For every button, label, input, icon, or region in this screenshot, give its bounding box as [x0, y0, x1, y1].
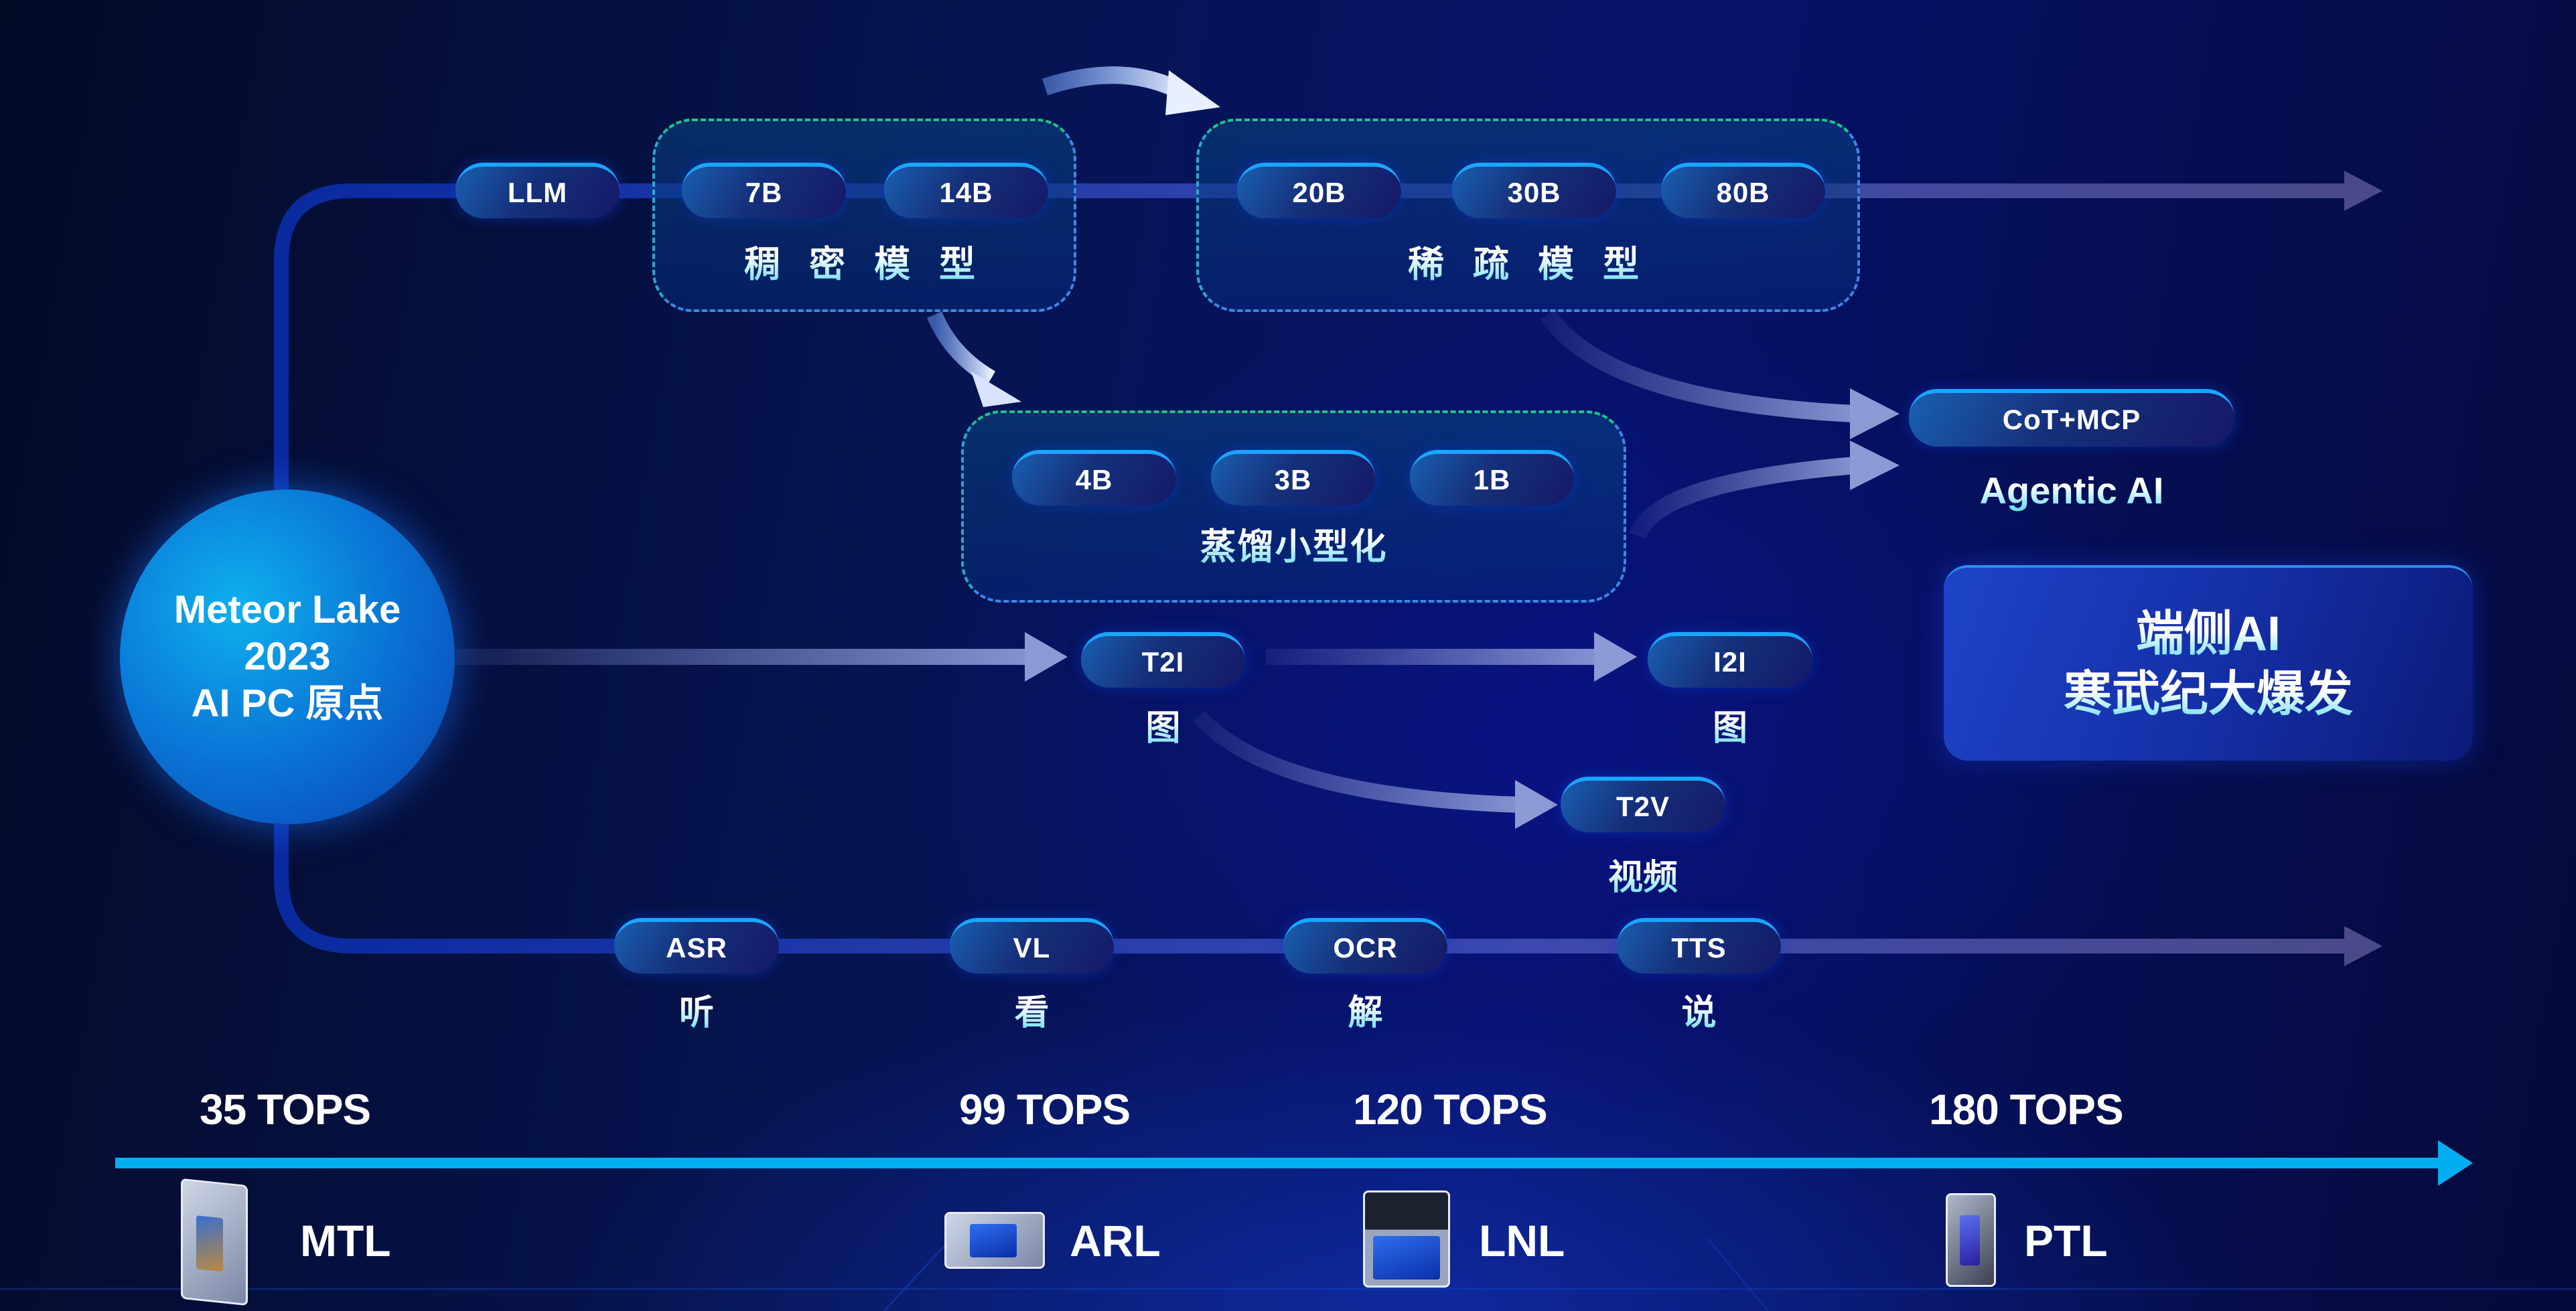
asr-label: 听 — [614, 984, 779, 1034]
origin-node: Meteor Lake 2023 AI PC 原点 — [120, 489, 455, 824]
dense-to-sparse-arrowhead — [1165, 70, 1220, 115]
chip-label-arl: ARL — [1070, 1216, 1161, 1265]
sparse-to-agentic-curve — [1540, 309, 1856, 422]
llm-pill: LLM — [455, 163, 620, 218]
i2i-label: 图 — [1648, 700, 1812, 750]
dense-to-distill-curve — [926, 311, 996, 386]
floor-line — [1707, 1238, 1770, 1311]
i2i-pill: I2I — [1648, 632, 1812, 688]
model-pill-80b: 80B — [1661, 163, 1825, 218]
tts-label: 说 — [1617, 984, 1781, 1034]
origin-to-t2i-arrowhead — [1025, 632, 1068, 682]
ocr-label: 解 — [1283, 984, 1447, 1034]
model-pill-14b: 14B — [884, 163, 1048, 218]
chip-label-ptl: PTL — [2024, 1216, 2108, 1265]
timeline-axis-arrowhead — [2438, 1140, 2473, 1186]
model-pill-3b: 3B — [1211, 450, 1375, 506]
sparse-model-label: 稀 疏 模 型 — [1196, 234, 1860, 287]
t2i-to-t2v-curve — [1193, 710, 1521, 813]
vl-pill: VL — [950, 918, 1114, 974]
speech-track-arrowhead — [2344, 926, 2382, 966]
ptl-chip-icon — [1946, 1193, 1996, 1287]
distill-to-agentic-curve — [1629, 457, 1857, 539]
chip-label-mtl: MTL — [300, 1216, 391, 1265]
tops-label-ptl: 180 TOPS — [1929, 1085, 2124, 1134]
distill-to-agentic-arrowhead — [1850, 441, 1900, 490]
vl-label: 看 — [950, 984, 1114, 1034]
tops-label-arl: 99 TOPS — [959, 1085, 1131, 1134]
t2v-label: 视频 — [1561, 849, 1725, 899]
dense-to-distill-arrowhead — [971, 372, 1021, 407]
sparse-to-agentic-arrowhead — [1850, 388, 1900, 439]
t2i-to-i2i-shaft — [1266, 649, 1601, 665]
dense-model-label: 稠 密 模 型 — [652, 234, 1076, 287]
origin-to-t2i-shaft — [455, 649, 1031, 665]
model-pill-1b: 1B — [1410, 450, 1574, 506]
speech-track-line — [274, 824, 2344, 953]
origin-line-2: 2023 — [244, 635, 331, 678]
t2v-pill: T2V — [1561, 777, 1725, 832]
agentic-ai-label: Agentic AI — [1909, 469, 2234, 512]
llm-track-arrowhead — [2344, 171, 2382, 211]
model-pill-20b: 20B — [1237, 163, 1401, 218]
distill-label: 蒸馏小型化 — [961, 517, 1626, 570]
model-pill-7b: 7B — [682, 163, 846, 218]
t2i-to-t2v-arrowhead — [1515, 780, 1558, 829]
hero-line-2: 寒武纪大爆发 — [2064, 664, 2353, 724]
floor-line — [883, 1237, 952, 1311]
arl-chip-icon — [944, 1212, 1045, 1269]
t2i-to-i2i-arrowhead — [1594, 632, 1637, 682]
timeline-axis — [115, 1158, 2439, 1168]
dense-to-sparse-curve — [1042, 66, 1190, 102]
t2i-label: 图 — [1081, 700, 1245, 750]
ocr-pill: OCR — [1283, 918, 1447, 974]
asr-pill: ASR — [614, 918, 779, 974]
cot-mcp-pill: CoT+MCP — [1909, 389, 2234, 447]
tops-label-lnl: 120 TOPS — [1353, 1085, 1548, 1134]
model-pill-4b: 4B — [1012, 450, 1176, 506]
llm-track-line — [274, 183, 2344, 489]
mtl-chip-icon — [181, 1178, 248, 1306]
origin-line-3: AI PC 原点 — [191, 682, 384, 725]
tts-pill: TTS — [1617, 918, 1781, 974]
hero-line-1: 端侧AI — [2136, 604, 2281, 664]
hero-callout: 端侧AI 寒武纪大爆发 — [1944, 565, 2473, 761]
model-pill-30b: 30B — [1452, 163, 1616, 218]
origin-line-1: Meteor Lake — [173, 588, 401, 631]
chip-label-lnl: LNL — [1479, 1216, 1565, 1265]
t2i-pill: T2I — [1081, 632, 1245, 688]
tops-label-mtl: 35 TOPS — [200, 1085, 371, 1134]
lnl-chip-icon — [1363, 1190, 1450, 1288]
distill-model-group — [961, 410, 1626, 603]
